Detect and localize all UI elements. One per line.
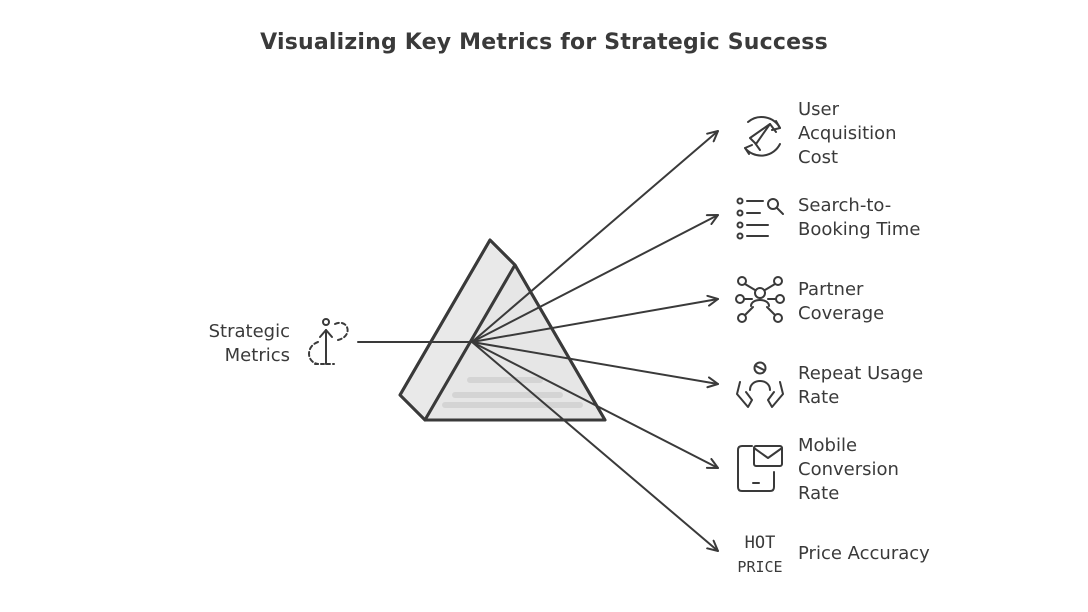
metric-label-line: Mobile: [798, 435, 858, 456]
beam-repeat-usage-rate: [471, 341, 719, 389]
metric-label-line: Partner: [798, 279, 864, 300]
metric-label-line: Acquisition: [798, 123, 897, 144]
metric-label-line: Booking Time: [798, 219, 921, 240]
beam-user-acquisition-cost: [471, 130, 719, 343]
prism-outline: [398, 238, 607, 422]
metric-label-line: Price Accuracy: [798, 543, 930, 564]
prism: [398, 238, 607, 422]
growth-arrow-icon: [308, 318, 349, 365]
price-icon-text: PRICE: [737, 558, 782, 576]
network-person-icon: [735, 276, 785, 323]
output-beams: [471, 130, 719, 552]
hot-icon-text: HOT: [745, 533, 776, 553]
beam-price-accuracy: [471, 341, 719, 552]
search-list-icon: [736, 197, 784, 240]
prism-hatch: [442, 377, 583, 408]
hot-price-icon: HOT PRICE: [737, 533, 782, 576]
beam-mobile-conversion-rate: [471, 341, 719, 469]
metric-label-line: Search-to-: [798, 195, 892, 216]
source-label-line: Metrics: [224, 345, 290, 366]
metric-label-repeat-usage-rate: Repeat Usage Rate: [798, 362, 923, 410]
beam-search-to-booking-time: [471, 214, 719, 343]
metric-label-line: Cost: [798, 147, 839, 168]
source-label-line: Strategic: [208, 321, 290, 342]
hands-person-icon: [736, 361, 784, 408]
mobile-mail-icon: [737, 445, 783, 492]
metric-label-line: Rate: [798, 387, 840, 408]
metric-label-search-to-booking-time: Search-to- Booking Time: [798, 194, 920, 242]
beam-partner-coverage: [471, 294, 719, 343]
metric-label-line: Coverage: [798, 303, 885, 324]
metric-label-line: Conversion: [798, 459, 899, 480]
metric-label-line: Repeat Usage: [798, 363, 924, 384]
megaphone-cycle-icon: [744, 116, 781, 157]
metric-label-partner-coverage: Partner Coverage: [798, 278, 884, 326]
metric-label-user-acquisition-cost: User Acquisition Cost: [798, 98, 897, 170]
source-label: Strategic Metrics: [209, 320, 290, 368]
metric-label-mobile-conversion-rate: Mobile Conversion Rate: [798, 434, 899, 506]
metric-label-price-accuracy: Price Accuracy: [798, 542, 930, 566]
page-title: Visualizing Key Metrics for Strategic Su…: [260, 30, 828, 55]
metric-label-line: Rate: [798, 483, 840, 504]
metric-label-line: User: [798, 99, 840, 120]
